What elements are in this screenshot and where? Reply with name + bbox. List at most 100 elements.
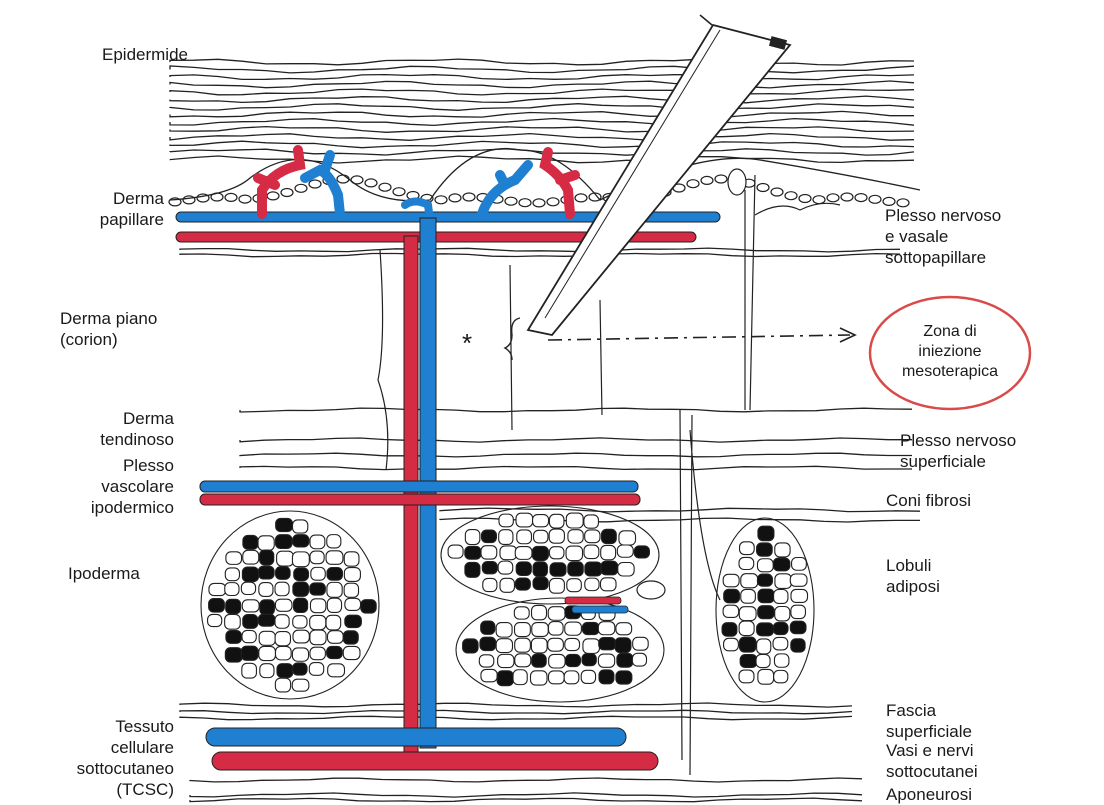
fat-cell (549, 578, 564, 593)
fat-cell (549, 654, 565, 668)
fat-cell (582, 622, 599, 634)
tissue-line (240, 408, 912, 412)
epidermal-cell (757, 184, 769, 192)
epidermal-cell (701, 176, 713, 184)
tissue-line (170, 66, 914, 73)
tissue-line (180, 254, 900, 257)
fat-cell (310, 535, 325, 549)
fat-cell (757, 559, 773, 572)
fat-cell (741, 574, 758, 588)
epidermal-cell (869, 195, 881, 203)
fat-cell (601, 545, 616, 559)
fat-cell (260, 600, 275, 615)
fat-cell (601, 561, 618, 575)
fat-cell (517, 530, 532, 544)
fat-cell (500, 578, 514, 592)
fat-cell (309, 663, 323, 676)
fat-cell (293, 535, 309, 547)
fat-cell (292, 552, 309, 567)
fat-cell (634, 546, 649, 558)
epidermal-cell (337, 175, 349, 183)
fat-cell (790, 574, 807, 586)
fat-cell (534, 530, 548, 543)
fat-cell (581, 670, 595, 683)
fat-cell (756, 654, 770, 667)
tissue-line (170, 127, 914, 133)
fat-cell (584, 545, 599, 558)
fat-cell (328, 631, 344, 644)
fat-cell (532, 546, 548, 560)
fat-cell (243, 535, 258, 549)
tissue-line (190, 778, 862, 782)
fat-cell (293, 663, 307, 675)
tissue-line (190, 798, 862, 802)
fat-cell (310, 615, 326, 629)
fat-cell (513, 670, 527, 685)
tissue-line (170, 81, 914, 88)
fat-cell (775, 606, 790, 620)
tissue-line (170, 104, 914, 111)
fat-cell (208, 614, 222, 626)
fat-cell (260, 664, 274, 678)
label-derma-papillare: Derma papillare (100, 188, 164, 230)
fat-cell (292, 679, 309, 691)
vein-papilla-loop-left (305, 155, 340, 214)
fat-cell (277, 664, 293, 678)
fat-cell (328, 664, 345, 677)
tissue-line (180, 703, 852, 707)
epidermal-cell (379, 183, 391, 191)
epidermal-cell (309, 180, 321, 188)
fat-cell (311, 567, 325, 580)
fat-cell (310, 599, 325, 613)
fat-cell (548, 671, 564, 684)
fat-cell (568, 530, 583, 543)
fat-cell (260, 550, 274, 565)
tissue-line (240, 466, 912, 469)
epidermal-cell (799, 195, 811, 203)
epidermal-cell (841, 193, 853, 201)
fat-cell (549, 529, 564, 543)
fat-cell (532, 654, 547, 667)
fat-cell (775, 543, 790, 557)
fat-cell (225, 648, 242, 662)
fat-cell (209, 599, 225, 613)
fat-cell (327, 582, 342, 597)
tissue-line (170, 111, 914, 117)
fat-cell (277, 551, 294, 566)
fat-cell (773, 637, 788, 649)
label-derma-piano: Derma piano (corion) (60, 308, 157, 350)
epidermal-cell (211, 193, 223, 201)
artery-small-lobule (565, 597, 621, 604)
fat-cell (310, 551, 324, 564)
epidermal-cell (463, 193, 475, 201)
fat-cell (225, 614, 241, 629)
fat-cell (499, 530, 513, 545)
dermal-papillae (169, 175, 909, 207)
tissue-line (240, 438, 912, 442)
fat-cell (515, 578, 530, 590)
fat-cell (739, 621, 754, 635)
fat-cell (566, 546, 582, 561)
fat-cell (601, 578, 617, 591)
fat-cell (226, 631, 242, 644)
fat-cell (567, 579, 582, 592)
fat-cell (757, 639, 771, 654)
label-plesso-vascolare: Plesso vascolare ipodermico (91, 455, 174, 518)
epidermal-cell (393, 188, 405, 196)
label-plesso-sottopapillare: Plesso nervoso e vasale sottopapillare (885, 205, 1001, 268)
fat-cell (618, 563, 634, 577)
fat-cell (448, 545, 463, 558)
fat-cell (616, 623, 632, 635)
fat-cell (479, 655, 493, 667)
fat-cell (598, 654, 614, 667)
fat-cell (599, 638, 616, 650)
tissue-line (170, 75, 914, 80)
fat-cell (242, 630, 256, 642)
vein-hypodermal (200, 481, 638, 492)
fat-cell (616, 671, 632, 684)
fat-cell (532, 623, 548, 637)
epidermal-cell (239, 195, 251, 203)
vascular-network (176, 150, 720, 770)
tissue-line (170, 96, 914, 103)
artery-subcutaneous (212, 752, 658, 770)
